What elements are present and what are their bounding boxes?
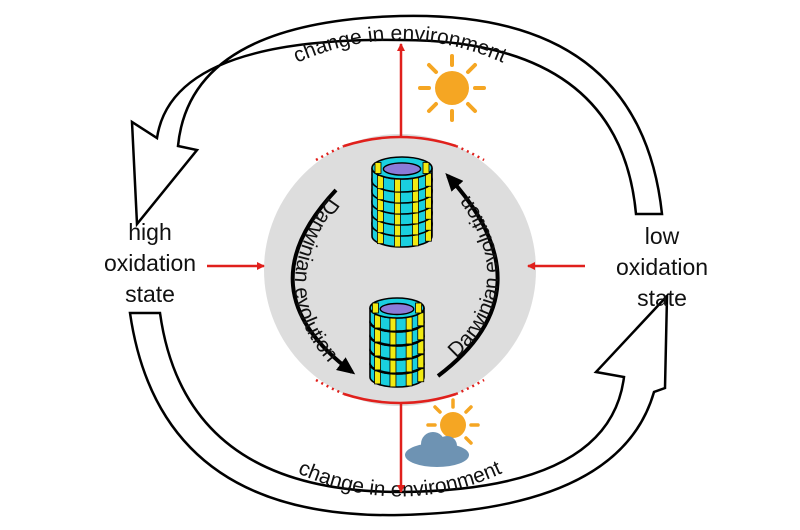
low-oxidation-label: low oxidation state — [616, 223, 708, 311]
sun-icon — [418, 54, 486, 122]
bottom-red-arc — [343, 392, 457, 405]
svg-text:state: state — [637, 285, 687, 311]
svg-text:state: state — [125, 281, 175, 307]
svg-text:high: high — [128, 219, 171, 245]
six-ring-stack — [371, 156, 433, 248]
right-evolution-arrow — [436, 173, 500, 378]
high-oxidation-label: high oxidation state — [104, 219, 196, 307]
ring-segment — [371, 156, 433, 193]
partly-cloudy-icon — [405, 398, 480, 467]
five-ring-stack — [369, 297, 425, 388]
top-cycle-arrow — [130, 14, 664, 228]
left-evolution-arrow — [290, 188, 356, 375]
svg-text:oxidation: oxidation — [616, 254, 708, 280]
svg-text:low: low — [645, 223, 680, 249]
ring-segment — [369, 297, 425, 332]
svg-text:oxidation: oxidation — [104, 250, 196, 276]
bottom-cycle-arrow — [128, 292, 669, 517]
